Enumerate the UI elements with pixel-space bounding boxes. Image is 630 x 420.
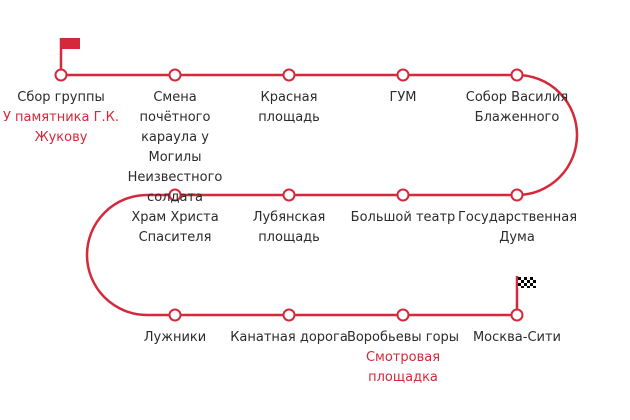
stop-marker [396,68,410,82]
stop-name: Лубянская площадь [252,210,326,245]
stop-name: Лужники [143,330,207,345]
stop-label: Лубянская площадь [230,208,348,248]
stop-label: Большой театр [344,208,462,228]
stop-label: Храм Христа Спасителя [116,208,234,248]
stop-marker [510,308,524,322]
stop-note: У памятника Г.К. Жукову [2,110,120,145]
stop-label: Москва-Сити [458,328,576,348]
stop-label: Лужники [116,328,234,348]
stop-note: Смотровая площадка [365,350,441,385]
stop-marker [510,188,524,202]
stop-label: Сбор группы У памятника Г.К. Жукову [2,88,120,148]
checkered-flag-icon [515,276,536,315]
stop-marker [282,188,296,202]
stop-label: Государственная Дума [458,208,578,248]
stop-marker [54,68,68,82]
stop-marker [168,68,182,82]
stop-name: Большой театр [350,210,456,225]
stop-name: Москва-Сити [472,330,562,345]
stop-name: Смена почётного караула у Могилы Неизвес… [127,90,223,205]
stop-marker [168,308,182,322]
stop-name: Красная площадь [258,90,320,125]
stop-name: Канатная дорога [230,330,348,345]
stop-label: Смена почётного караула у Могилы Неизвес… [116,88,234,208]
stop-marker [282,68,296,82]
stop-marker [510,68,524,82]
stop-marker [396,188,410,202]
stop-label: Собор Василия Блаженного [458,88,576,128]
stop-name: Собор Василия Блаженного [465,90,569,125]
stop-marker [168,188,182,202]
stop-label: Красная площадь [230,88,348,128]
stop-marker [282,308,296,322]
stop-name: Государственная Дума [458,210,578,245]
stop-name: Воробьевы горы [346,330,460,345]
route-line [61,73,579,317]
stop-label: ГУМ [344,88,462,108]
stop-name: ГУМ [389,90,417,105]
stop-marker [396,308,410,322]
stop-name: Сбор группы [17,90,105,105]
stop-label: Канатная дорога [230,328,348,348]
stop-name: Храм Христа Спасителя [131,210,219,245]
